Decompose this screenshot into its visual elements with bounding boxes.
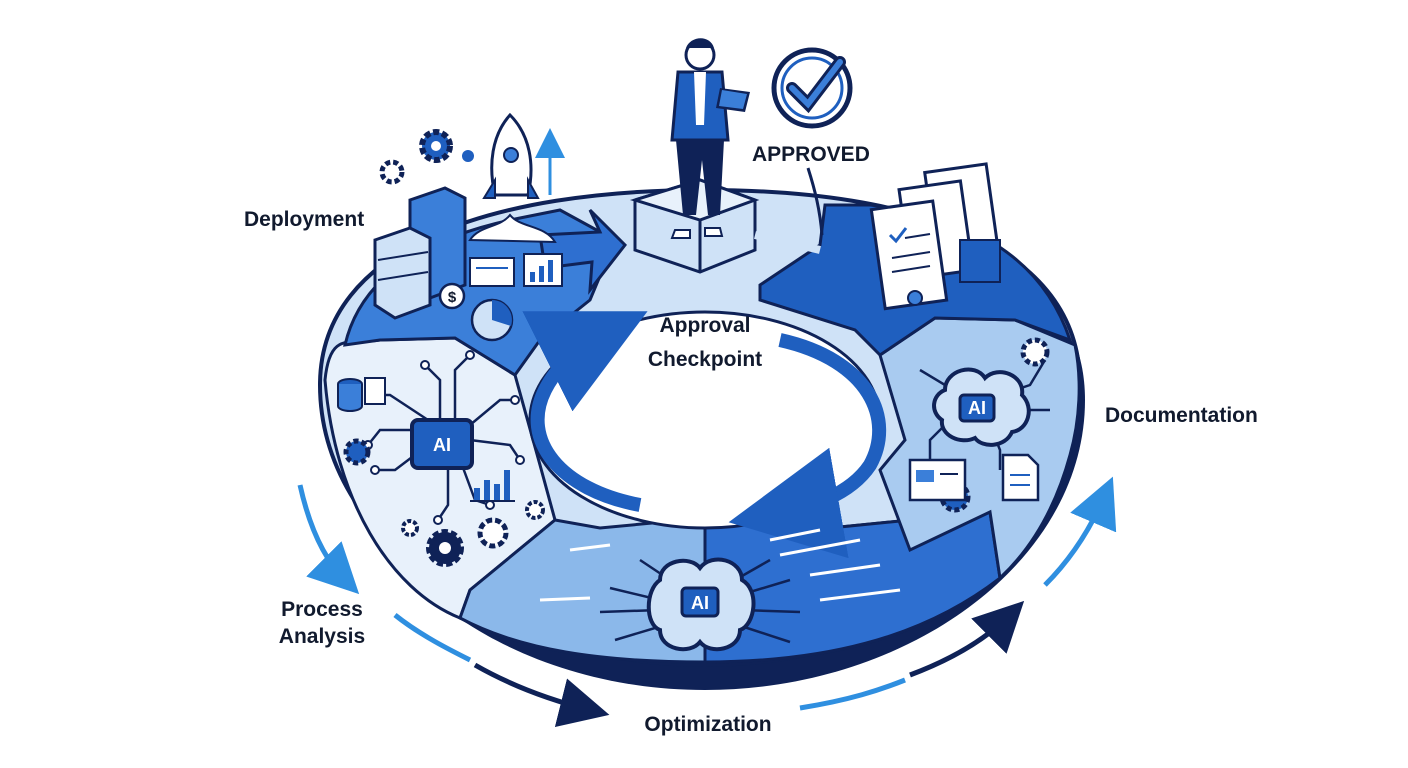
- label-documentation: Documentation: [1105, 404, 1258, 427]
- inner-cycle-arrows: [522, 208, 887, 559]
- label-process-analysis-line2: Analysis: [279, 625, 365, 648]
- label-approval-checkpoint-line2: Checkpoint: [648, 348, 762, 371]
- arrow-analysis-to-optimization-blue: [393, 613, 472, 663]
- person-with-tablet-icon: [670, 38, 750, 239]
- arrow-approved-pointer: [806, 167, 824, 236]
- inner-arrow-left: [522, 311, 648, 512]
- outer-flow-arrows: [297, 167, 1117, 727]
- arrow-analysis-to-optimization: [473, 662, 610, 727]
- svg-text:$: $: [448, 289, 457, 306]
- ai-chip-label: AI: [433, 435, 451, 455]
- browser-window-icon: [908, 458, 967, 502]
- label-approved: APPROVED: [752, 143, 870, 166]
- brain-icon: AI: [919, 359, 1050, 470]
- rocket-icon: [468, 112, 565, 244]
- data-stream-lines: [539, 528, 901, 602]
- server-rack-icon: [373, 186, 467, 320]
- arrow-process-analysis: [297, 484, 360, 595]
- gear-icon: [379, 129, 474, 185]
- label-deployment: Deployment: [244, 208, 364, 231]
- arrow-optimization-right: [799, 677, 906, 711]
- database-icon: [337, 377, 386, 412]
- file-icon: [1001, 453, 1040, 502]
- gear-icon: [343, 438, 545, 567]
- pie-chart-icon: [470, 298, 514, 342]
- label-optimization: Optimization: [644, 713, 771, 736]
- arrow-documentation-up: [1043, 476, 1117, 587]
- segment-documentation: [878, 316, 1081, 582]
- ai-brain-label-right: AI: [968, 398, 986, 418]
- bar-chart-icon: [523, 253, 563, 287]
- document-stack-icon: [869, 162, 1001, 311]
- label-approval-checkpoint-line1: Approval: [659, 314, 750, 337]
- inner-arrow-right: [728, 333, 887, 559]
- deployment-icons: $: [373, 112, 565, 342]
- dollar-coin-icon: $: [438, 282, 466, 310]
- bar-chart-icon: [470, 470, 515, 502]
- label-process-analysis-line1: Process: [281, 598, 363, 621]
- check-circle-icon: [771, 47, 853, 129]
- brain-icon: AI: [599, 557, 801, 652]
- arrow-optimization-to-documentation: [909, 600, 1025, 678]
- ai-brain-label-bottom: AI: [691, 593, 709, 613]
- folder-icon: [469, 257, 515, 287]
